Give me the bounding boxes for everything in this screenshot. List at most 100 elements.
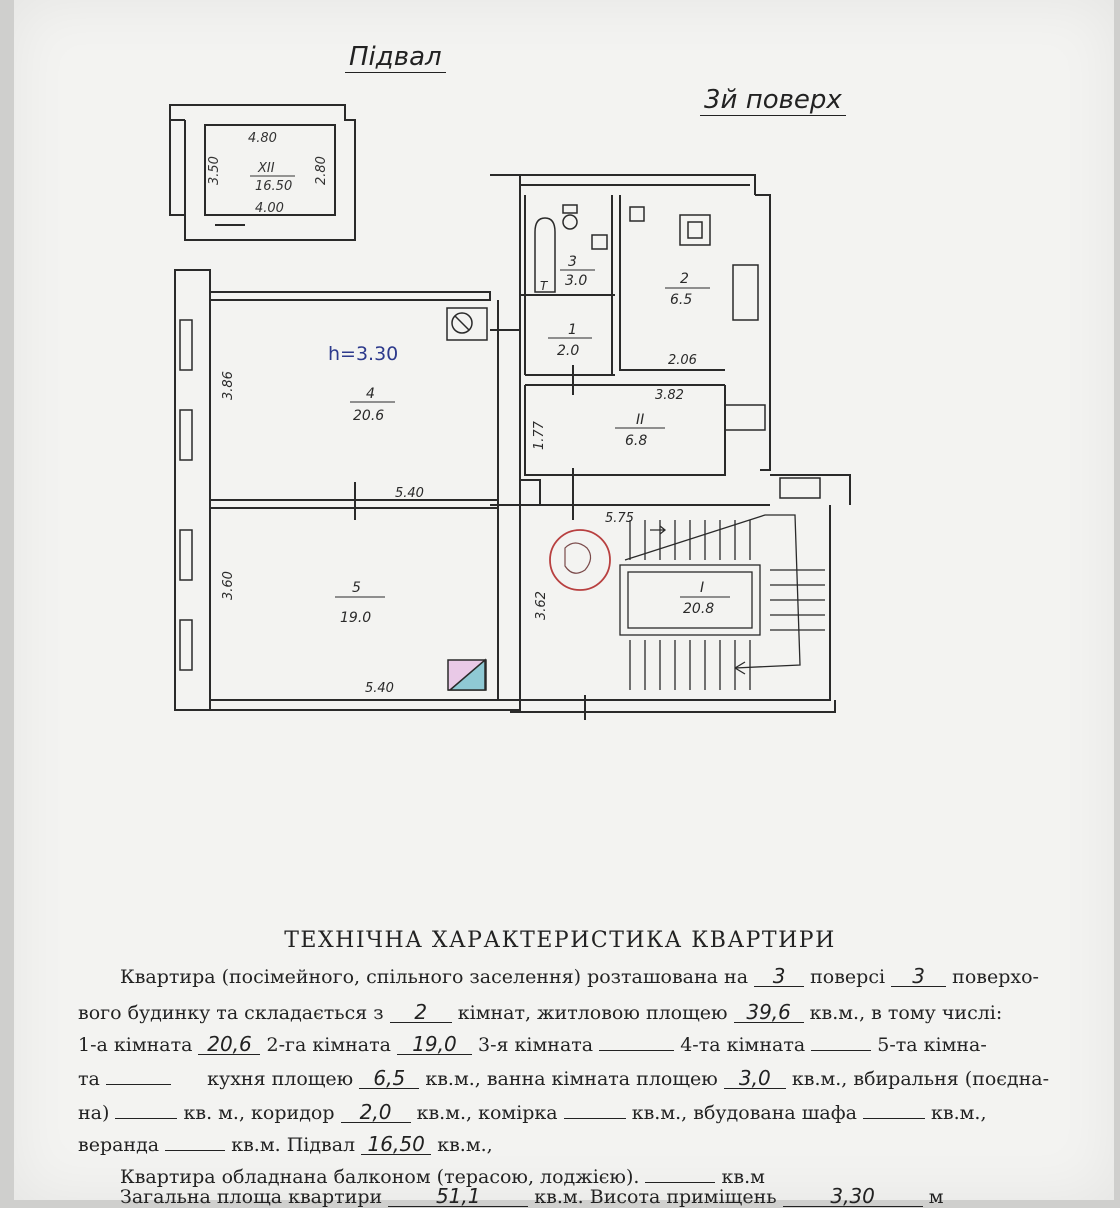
kitchen-value: 6,5 (359, 1068, 420, 1089)
doc-title: ТЕХНІЧНА ХАРАКТЕРИСТИКА КВАРТИРИ (284, 928, 836, 953)
rooms-value: 2 (389, 1002, 452, 1023)
toilet-icon (562, 214, 578, 230)
veranda-blank (165, 1150, 226, 1151)
fixtures (446, 204, 711, 691)
bath-letter: T (540, 279, 549, 293)
line-6-a: веранда (78, 1134, 160, 1156)
line-7-a: Квартира обладнана балконом (терасою, ло… (120, 1166, 640, 1188)
line-5-a: на) (78, 1102, 110, 1124)
line-2-c: кв.м., в тому числі: (809, 1002, 1003, 1024)
basement-header: Підвал (345, 42, 446, 73)
stove-icon (679, 214, 711, 246)
room-2-area: 6.5 (670, 292, 692, 308)
line-6-b: кв.м. Підвал (231, 1134, 356, 1156)
line-8: Загальна площа квартири 51,1 кв.м. Висот… (120, 1186, 943, 1208)
windows (179, 264, 821, 671)
line-3-d: 4-та кімната (680, 1034, 806, 1056)
toilet-blank (115, 1118, 178, 1119)
line-3-a: 1-а кімната (78, 1034, 193, 1056)
room-ii-area: 6.8 (625, 433, 647, 449)
total-area-value: 51,1 (388, 1186, 529, 1207)
apartment-walls (174, 174, 851, 713)
floors-value: 3 (891, 966, 947, 987)
staircase (619, 514, 825, 690)
room-3-area: 3.0 (565, 273, 587, 289)
dim-575: 5.75 (605, 511, 634, 526)
chimney-icon (446, 307, 488, 341)
room4-blank (811, 1050, 872, 1051)
line-5-b: кв. м., коридор (183, 1102, 335, 1124)
dim-206: 2.06 (668, 353, 697, 368)
line-2-b: кімнат, житловою площею (457, 1002, 728, 1024)
basement-dim-top: 4.80 (248, 131, 277, 146)
room-4-number: 4 (366, 386, 375, 402)
dim-177: 1.77 (532, 420, 547, 450)
ceiling-height: h=3.30 (328, 343, 398, 365)
room1-value: 20,6 (198, 1034, 261, 1055)
room-3-number: 3 (568, 254, 577, 270)
stamp-seal (549, 529, 611, 591)
line-8-b: кв.м. Висота приміщень (534, 1186, 777, 1208)
paper-sheet (14, 0, 1114, 1200)
doors (354, 329, 586, 720)
basement-dim-left: 3.50 (207, 156, 222, 185)
line-4-a: та (78, 1068, 100, 1090)
floor-plan: 4.80 XII 16.50 4.00 3.50 2.80 h=3.30 3 3… (169, 104, 851, 720)
line-5-e: кв.м., (931, 1102, 987, 1124)
room5-blank (105, 1084, 171, 1085)
line-3-c: 3-я кімната (478, 1034, 594, 1056)
basement-room-area: 16.50 (255, 179, 292, 194)
corridor-value: 2,0 (340, 1102, 411, 1123)
line-1-b: поверсі (810, 966, 886, 988)
line-7: Квартира обладнана балконом (терасою, ло… (120, 1166, 765, 1188)
room-2-number: 2 (680, 271, 689, 287)
room-i-number: I (700, 580, 704, 596)
dim-360: 3.60 (221, 571, 236, 600)
line-2: вого будинку та складається з 2 кімнат, … (78, 1002, 1002, 1024)
line-4-b: кухня площею (207, 1068, 354, 1090)
room-1-number: 1 (568, 322, 577, 338)
room3-blank (599, 1050, 675, 1051)
room-5-number: 5 (352, 580, 361, 596)
living-area-value: 39,6 (733, 1002, 804, 1023)
room-1-area: 2.0 (557, 343, 579, 359)
sink-icon (591, 234, 608, 250)
line-4-c: кв.м., ванна кімната площею (425, 1068, 718, 1090)
line-5: на) кв. м., коридор 2,0 кв.м., комірка к… (78, 1102, 987, 1124)
dim-540a: 5.40 (395, 486, 424, 501)
basement-room-number: XII (257, 161, 275, 176)
basement-room-xii (169, 104, 356, 241)
room-height-value: 3,30 (782, 1186, 923, 1207)
room2-value: 19,0 (396, 1034, 472, 1055)
room-ii-number: II (636, 412, 644, 428)
line-6-c: кв.м., (437, 1134, 493, 1156)
line-1: Квартира (посімейного, спільного заселен… (120, 966, 1039, 988)
wardrobe-blank (863, 1118, 925, 1119)
floor-header: 3й поверх (700, 85, 846, 116)
line-3: 1-а кімната 20,6 2-га кімната 19,0 3-я к… (78, 1034, 987, 1056)
line-5-d: кв.м., вбудована шафа (631, 1102, 857, 1124)
room-5-area: 19.0 (340, 610, 371, 626)
line-4: та кухня площею 6,5 кв.м., ванна кімната… (78, 1068, 1049, 1090)
line-3-e: 5-та кімна- (877, 1034, 987, 1056)
floor-value: 3 (754, 966, 805, 987)
line-5-c: кв.м., комірка (416, 1102, 558, 1124)
basement-area-value: 16,50 (361, 1134, 432, 1155)
line-1-a: Квартира (посімейного, спільного заселен… (120, 966, 749, 988)
storage-blank (563, 1118, 626, 1119)
line-6: веранда кв.м. Підвал 16,50 кв.м., (78, 1134, 493, 1156)
dim-386: 3.86 (221, 371, 236, 400)
balcony-blank (645, 1182, 716, 1183)
dim-382: 3.82 (655, 388, 684, 403)
line-3-b: 2-га кімната (266, 1034, 391, 1056)
dim-362: 3.62 (534, 591, 549, 620)
line-1-c: поверхо- (952, 966, 1039, 988)
room-i-area: 20.8 (683, 601, 714, 617)
basement-dim-right: 2.80 (314, 156, 329, 185)
bathtub-icon (534, 217, 556, 293)
basement-dim-bottom: 4.00 (255, 201, 284, 216)
line-8-a: Загальна площа квартири (120, 1186, 383, 1208)
room-4-area: 20.6 (353, 408, 384, 424)
line-7-b: кв.м (721, 1166, 765, 1188)
line-4-d: кв.м., вбиральня (поєдна- (791, 1068, 1050, 1090)
